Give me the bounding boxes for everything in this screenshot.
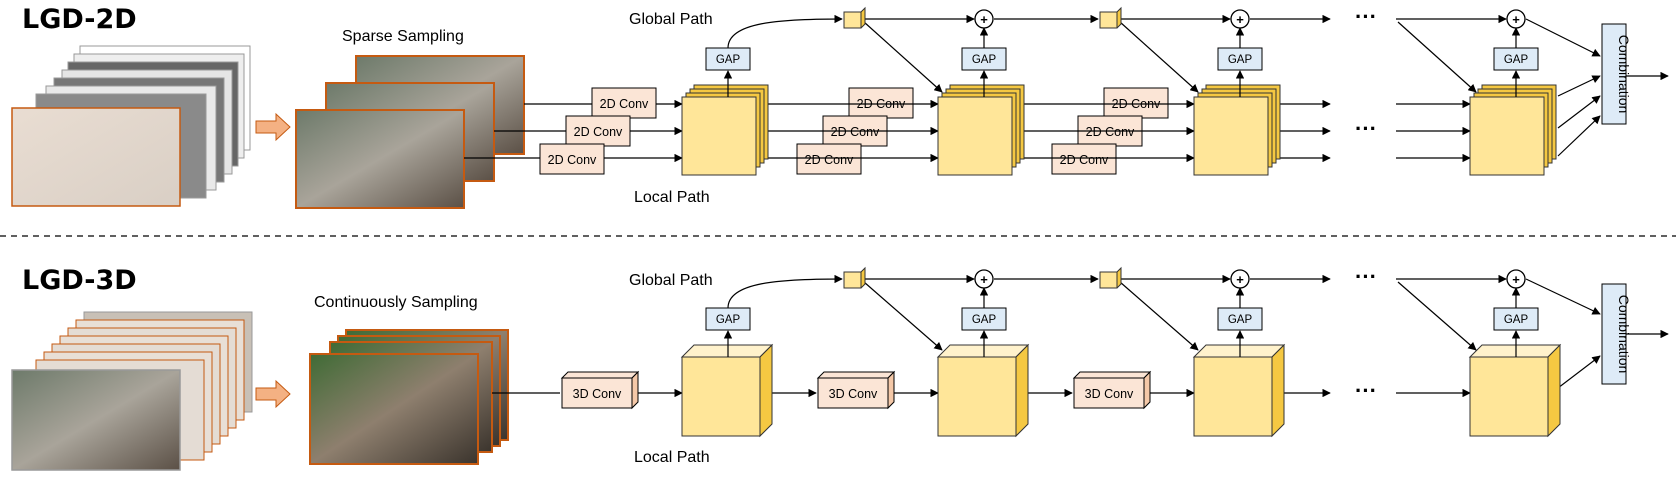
feature-cube-3d-4 (1468, 343, 1562, 438)
conv-label: 2D Conv (1086, 125, 1135, 139)
ellipsis-3d-local: ··· (1355, 378, 1377, 403)
combination-box-3d (1601, 283, 1627, 385)
global-arrows-2d (727, 14, 1669, 157)
gap-label: GAP (972, 314, 997, 326)
feature-cube-3d-3 (1192, 343, 1286, 438)
gap-label: GAP (972, 54, 997, 66)
global-path-label-3d: Global Path (629, 272, 713, 289)
combination-label-3d: Combination (1616, 295, 1632, 374)
plus-symbol: + (1236, 272, 1244, 287)
block-to-gap-arrows-3d (723, 287, 1521, 357)
conv-label: 2D Conv (574, 125, 623, 139)
feature-block-2d-1 (681, 84, 769, 176)
sampled-frames-2d (295, 55, 525, 209)
block-to-gap-arrows-2d (723, 27, 1521, 97)
local-arrows-2d (768, 99, 1471, 163)
conv-label: 3D Conv (1085, 387, 1134, 401)
local-arrows-3d (492, 329, 1669, 398)
gap-label: GAP (716, 54, 741, 66)
feature-block-2d-2 (937, 84, 1025, 176)
sampled-frames-3d (309, 329, 509, 465)
global-arrows-3d (727, 274, 1601, 351)
gap-label: GAP (1504, 314, 1529, 326)
conv-label: 2D Conv (805, 153, 854, 167)
input-frame-stack-3d (11, 311, 253, 471)
gap-boxes-2d: GAP GAP GAP GAP (705, 47, 1539, 71)
ellipsis-3d-global: ··· (1355, 264, 1377, 289)
sampling-arrow-3d (255, 379, 291, 409)
gap-label: GAP (1228, 54, 1253, 66)
feature-block-2d-4 (1469, 84, 1557, 176)
conv-3d-1: 3D Conv (560, 370, 640, 410)
plus-symbol: + (1512, 272, 1520, 287)
local-path-label-2d: Local Path (634, 189, 710, 206)
conv-label: 2D Conv (831, 125, 880, 139)
sum-nodes-3d: + + + (974, 269, 1526, 289)
combination-label-2d: Combination (1616, 35, 1632, 114)
sampling-arrow-2d (255, 112, 291, 142)
global-cubes-3d (843, 266, 1122, 289)
plus-symbol: + (1236, 12, 1244, 27)
conv-label: 2D Conv (1060, 153, 1109, 167)
sampling-label-3d: Continuously Sampling (314, 294, 478, 311)
conv-group-2d-2: 2D Conv 2D Conv 2D Conv (796, 87, 914, 175)
feature-cube-3d-1 (680, 343, 774, 438)
ellipsis-2d-local: ··· (1355, 116, 1377, 141)
gap-label: GAP (716, 314, 741, 326)
global-path-label-2d: Global Path (629, 11, 713, 28)
feature-block-2d-3 (1193, 84, 1281, 176)
conv-label: 2D Conv (600, 97, 649, 111)
plus-symbol: + (1512, 12, 1520, 27)
combination-box-2d (1601, 23, 1627, 125)
plus-symbol: + (980, 12, 988, 27)
ellipsis-2d-global: ··· (1355, 4, 1377, 29)
gap-boxes-3d: GAP GAP GAP GAP (705, 307, 1539, 331)
local-path-label-3d: Local Path (634, 449, 710, 466)
gap-label: GAP (1504, 54, 1529, 66)
conv-group-2d-1: 2D Conv 2D Conv 2D Conv (539, 87, 657, 175)
sampling-label-2d: Sparse Sampling (342, 28, 464, 45)
lgd-2d-title: LGD-2D (22, 4, 137, 35)
conv-3d-3: 3D Conv (1072, 370, 1152, 410)
plus-symbol: + (980, 272, 988, 287)
conv-label: 3D Conv (829, 387, 878, 401)
feature-cube-3d-2 (936, 343, 1030, 438)
conv-label: 3D Conv (573, 387, 622, 401)
gap-label: GAP (1228, 314, 1253, 326)
global-cubes-2d (843, 6, 1122, 29)
input-frame-stack-2d (11, 45, 251, 207)
lgd-3d-title: LGD-3D (22, 265, 137, 296)
sum-nodes-2d: + + + (974, 9, 1526, 29)
conv-label: 2D Conv (548, 153, 597, 167)
conv-3d-2: 3D Conv (816, 370, 896, 410)
